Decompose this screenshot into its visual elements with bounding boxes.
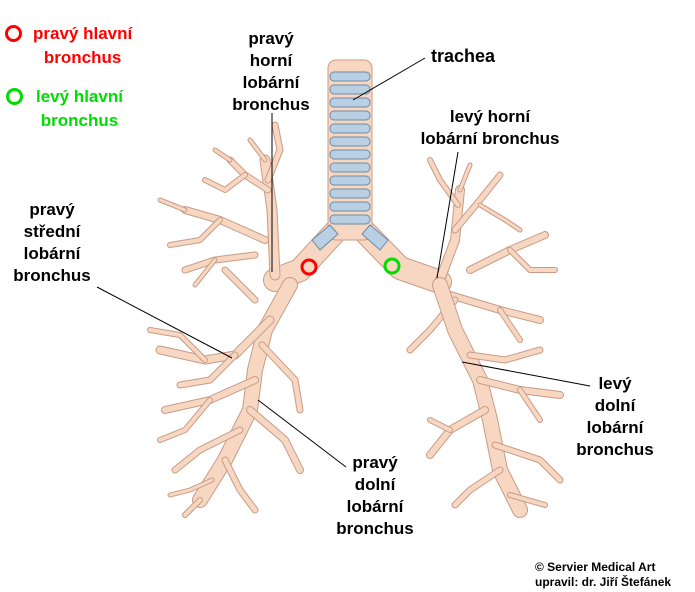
bronchus-segment: [508, 493, 547, 507]
bronchus-segment: [193, 258, 217, 287]
bronchus-segment: [172, 427, 243, 473]
legend-left-main-bronchus: levý hlavní bronchus: [6, 85, 123, 133]
bronchus-segment: [467, 347, 543, 363]
bronchus-segment: [177, 352, 238, 388]
bronchus-segment: [259, 342, 303, 413]
bronchus-segment: [478, 203, 522, 232]
bronchus-segment: [427, 407, 488, 458]
label-line: dolní: [594, 396, 636, 415]
trachea-cartilage-rings: [311, 59, 389, 251]
label-line: lobární bronchus: [420, 129, 560, 148]
bronchus-segment: [498, 308, 522, 342]
bronchus-segment: [148, 328, 207, 362]
bronchus-segment: [158, 398, 212, 442]
label-trachea: trachea: [431, 45, 495, 67]
label-line: pravý: [29, 200, 75, 219]
label-right-lower-lobar-bronchus: pravý dolní lobární bronchus: [330, 452, 420, 540]
bronchus-segment: [168, 478, 214, 497]
label-left-lower-lobar-bronchus: levý dolní lobární bronchus: [570, 373, 660, 461]
label-line: horní: [249, 51, 293, 70]
bronchus-segment: [182, 207, 268, 243]
label-line: pravý: [352, 453, 398, 472]
leader-left-upper: [436, 151, 459, 279]
red-circle-icon: [5, 25, 22, 42]
legend-right-line1: pravý hlavní: [33, 24, 133, 43]
leader-right-lower: [257, 399, 347, 468]
left-lower-lobar-bronchus: [433, 278, 527, 517]
bronchus-segment: [247, 407, 303, 473]
bronchus-segment: [203, 173, 247, 192]
trachea-cartilage-ring: [329, 201, 371, 212]
trachea-cartilage-ring: [329, 149, 371, 160]
trachea-cartilage-ring: [329, 123, 371, 134]
bronchus-segment: [452, 172, 503, 233]
label-line: dolní: [354, 475, 396, 494]
label-line: bronchus: [13, 266, 91, 285]
leader-trachea: [352, 57, 426, 101]
bronchus-segment: [248, 138, 267, 162]
credit-line: upravil: dr. Jiří Štefánek: [535, 575, 672, 589]
green-circle-icon: [6, 88, 23, 105]
left-bronchus-cartilage: [361, 224, 389, 251]
bronchus-segment: [183, 498, 202, 517]
leader-left-lower: [461, 361, 591, 387]
label-line: levý horní: [449, 107, 531, 126]
trachea-cartilage-ring: [329, 110, 371, 121]
left-main-bronchus-marker: [383, 257, 401, 275]
label-line: bronchus: [576, 440, 654, 459]
bronchus-segment: [492, 442, 563, 483]
trachea-cartilage-ring: [329, 136, 371, 147]
label-line: lobární: [586, 418, 644, 437]
label-line: střední: [23, 222, 81, 241]
bronchi-branches: [147, 121, 564, 518]
bronchus-segment: [467, 232, 548, 273]
bronchus-segment: [508, 248, 557, 272]
trachea-cartilage-ring: [329, 84, 371, 95]
label-left-upper-lobar-bronchus: levý horní lobární bronchus: [410, 106, 570, 150]
label-right-middle-lobar-bronchus: pravý střední lobární bronchus: [6, 199, 98, 287]
trachea-cartilage-ring: [329, 97, 371, 108]
legend-right-main-bronchus: pravý hlavní bronchus: [5, 22, 133, 70]
bronchus-segment: [458, 163, 472, 192]
bronchus-segment: [158, 198, 187, 212]
legend-left-line2: bronchus: [40, 111, 119, 130]
trachea-cartilage-ring: [329, 188, 371, 199]
label-line: lobární: [346, 497, 404, 516]
image-credit: © Servier Medical Art upravil: dr. Jiří …: [535, 560, 671, 590]
right-bronchus-cartilage: [311, 224, 339, 251]
bronchus-segment: [428, 158, 460, 207]
bronchus-segment-outline: [507, 247, 558, 273]
label-line: lobární: [23, 244, 81, 263]
leader-lines: [96, 57, 591, 468]
label-line: bronchus: [336, 519, 414, 538]
label-line: pravý: [248, 29, 294, 48]
label-line: lobární: [242, 73, 300, 92]
bronchus-segment: [213, 148, 232, 162]
bronchus-segment: [222, 457, 258, 513]
legend-right-line2: bronchus: [43, 48, 122, 67]
right-middle-lobar-bronchus: [156, 316, 274, 364]
bronchus-segment: [447, 292, 543, 323]
right-main-bronchus-marker: [300, 258, 318, 276]
trachea-cartilage-ring: [329, 175, 371, 186]
bronchus-segment: [518, 388, 542, 422]
bronchus-segment: [452, 467, 503, 508]
bronchus-segment: [222, 267, 258, 303]
label-right-upper-lobar-bronchus: pravý horní lobární bronchus: [226, 28, 316, 116]
label-trachea-text: trachea: [431, 46, 496, 66]
label-line: levý: [598, 374, 632, 393]
credit-line: © Servier Medical Art: [535, 560, 656, 574]
bronchus-segment: [428, 418, 452, 432]
trachea-cartilage-ring: [329, 214, 371, 225]
trachea-cartilage-ring: [329, 71, 371, 82]
trachea-cartilage-ring: [329, 162, 371, 173]
label-line: bronchus: [232, 95, 310, 114]
bronchus-segment: [168, 218, 222, 247]
leader-right-middle: [96, 286, 233, 359]
legend-left-line1: levý hlavní: [36, 87, 123, 106]
